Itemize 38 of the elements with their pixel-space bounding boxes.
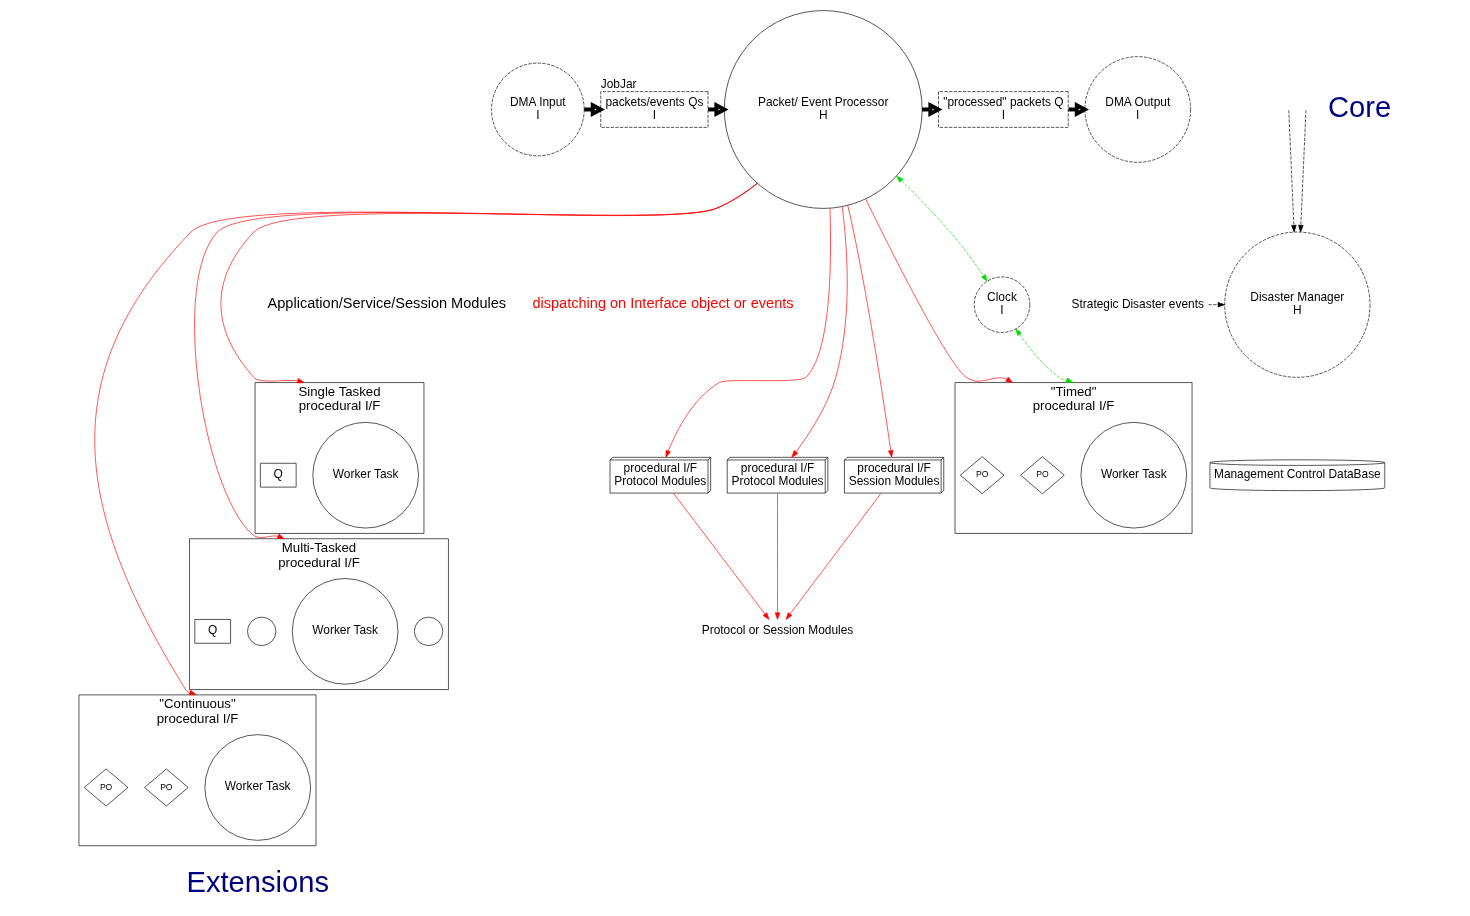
arrow — [774, 493, 781, 620]
node-circle: DMA Input I — [491, 62, 585, 157]
label: Core — [1328, 90, 1392, 123]
node-box: Q — [260, 462, 297, 488]
arrow — [665, 207, 831, 458]
label: Application/Service/Session Modules — [267, 295, 507, 312]
node-circle: Worker Task — [1080, 422, 1187, 529]
node-circle: Disaster Manager H — [1224, 231, 1371, 378]
node-label: JobJar — [600, 76, 637, 91]
node-circle: Worker Task — [291, 578, 399, 685]
node-circle: Worker Task — [204, 734, 311, 841]
node-box: packets/events Qs I — [600, 91, 709, 128]
arrow — [1015, 328, 1074, 383]
label: dispatching on Interface object or events — [532, 295, 794, 312]
arrow — [865, 198, 1013, 383]
arrow — [896, 175, 988, 282]
arrow — [94, 182, 758, 696]
arrow — [847, 204, 894, 458]
arrow — [785, 493, 882, 620]
node-diamond: PO — [959, 456, 1005, 495]
label: Extensions — [186, 866, 329, 899]
node-text: Protocol or Session Modules — [701, 623, 854, 638]
node-circle: Worker Task — [312, 422, 419, 529]
arrow — [791, 206, 848, 458]
arrow — [1298, 109, 1307, 233]
node-circle — [414, 616, 444, 646]
arrow — [1208, 302, 1225, 308]
node-box: Q — [194, 619, 231, 644]
node-box: "processed" packets Q I — [938, 91, 1069, 128]
node-diamond: PO — [83, 768, 129, 807]
node-circle: Packet/ Event Processor H — [723, 10, 923, 209]
node-diamond: PO — [144, 768, 189, 807]
node-text: Strategic Disaster events — [1071, 296, 1204, 311]
node-diamond: PO — [1020, 456, 1065, 495]
node-circle: DMA Output I — [1084, 56, 1191, 163]
node-circle — [247, 616, 277, 646]
arrow — [1288, 109, 1297, 233]
arrow — [673, 493, 770, 620]
